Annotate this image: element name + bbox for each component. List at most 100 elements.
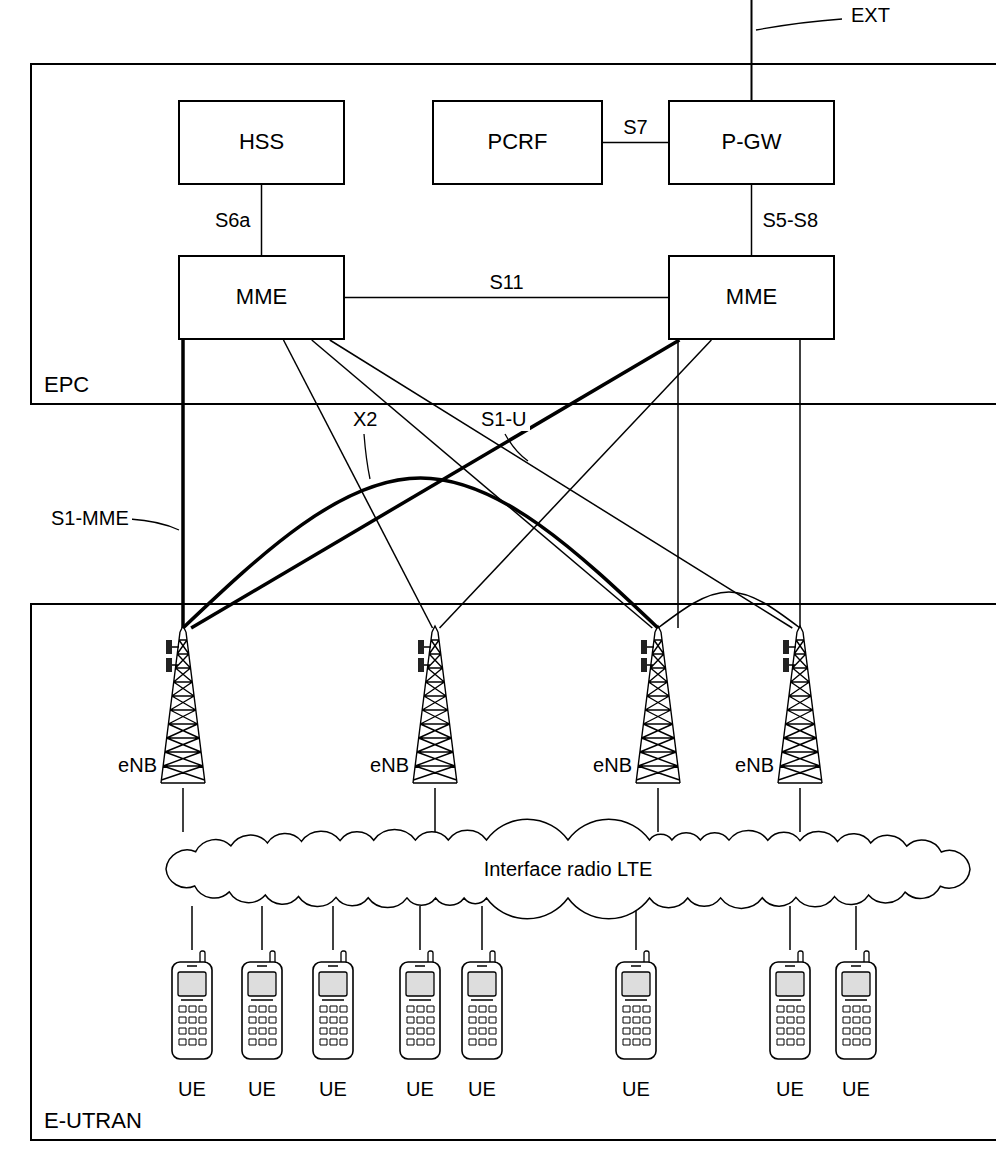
- base-station: eNB: [628, 628, 688, 788]
- phone-symbol: [831, 950, 881, 1062]
- phone-keypad: [249, 1006, 276, 1045]
- node-label: eNB: [370, 754, 409, 776]
- phone-body: [836, 962, 876, 1059]
- phone-keypad: [843, 1006, 870, 1045]
- interface-line: [855, 906, 857, 950]
- phone-detail: [625, 966, 647, 1000]
- user-equipment: UE: [765, 950, 815, 1115]
- box-label: HSS: [239, 130, 284, 154]
- phone-screen: [248, 972, 276, 996]
- phone-body: [400, 962, 440, 1059]
- phone-body: [313, 962, 353, 1059]
- phone-keypad: [320, 1006, 347, 1045]
- network-box: MME: [668, 255, 835, 340]
- phone-keypad: [179, 1006, 206, 1045]
- interface-callout: S1-U: [478, 408, 530, 431]
- phone-detail: [845, 966, 867, 1000]
- antenna-panel: [418, 640, 424, 654]
- interface-line: [658, 592, 800, 628]
- interface-line: [481, 906, 483, 950]
- phone-keypad: [407, 1006, 434, 1045]
- phone-symbol: [167, 950, 217, 1062]
- interface-name: S6a: [212, 209, 254, 232]
- node-label: UE: [319, 1078, 347, 1100]
- interface-callout: EXT: [848, 4, 893, 27]
- leader-line: [130, 519, 179, 530]
- interface-line: [283, 340, 432, 628]
- phone-screen: [842, 972, 870, 996]
- antenna-panel: [166, 640, 172, 654]
- interface-line: [657, 788, 659, 832]
- interface-line: [330, 340, 793, 628]
- region-label: EPC: [44, 373, 89, 397]
- region-label: E-UTRAN: [44, 1109, 142, 1133]
- phone-body: [770, 962, 810, 1059]
- interface-line: [261, 906, 263, 950]
- phone-screen: [776, 972, 804, 996]
- leader-line: [364, 434, 370, 479]
- interface-callout: S1-MME: [48, 507, 132, 530]
- network-region: EPC HSS PCRF P-GW MME MME: [30, 63, 996, 405]
- interface-line: [434, 788, 436, 832]
- network-box: HSS: [178, 100, 345, 185]
- tower-lattice: [161, 626, 205, 783]
- phone-body: [462, 962, 502, 1059]
- phone-detail: [181, 966, 203, 1000]
- antenna-panel: [418, 658, 424, 672]
- user-equipment: UE: [611, 950, 661, 1115]
- phone-keypad: [623, 1006, 650, 1045]
- node-label: UE: [622, 1078, 650, 1100]
- box-label: MME: [236, 285, 287, 309]
- node-label: UE: [468, 1078, 496, 1100]
- interface-line: [332, 906, 334, 950]
- node-label: eNB: [118, 754, 157, 776]
- phone-symbol: [765, 950, 815, 1062]
- tower-lattice: [413, 626, 457, 783]
- tower-symbol: [770, 628, 830, 788]
- phone-detail: [409, 966, 431, 1000]
- phone-screen: [178, 972, 206, 996]
- box-label: MME: [726, 285, 777, 309]
- antenna-panel: [166, 658, 172, 672]
- phone-detail: [251, 966, 273, 1000]
- network-region: E-UTRANeNBeNBeNBeNBInterface radio LTEUE…: [30, 603, 996, 1141]
- user-equipment: UE: [308, 950, 358, 1115]
- interface-line: [181, 340, 185, 628]
- user-equipment: UE: [167, 950, 217, 1115]
- interface-line: [419, 906, 421, 950]
- phone-symbol: [457, 950, 507, 1062]
- phone-symbol: [237, 950, 287, 1062]
- interface-line: [312, 340, 653, 628]
- interface-line: [345, 297, 668, 299]
- interface-line: [183, 478, 658, 628]
- interface-line: [677, 340, 679, 628]
- phone-keypad: [777, 1006, 804, 1045]
- interface-name: S7: [620, 116, 650, 139]
- interface-line: [799, 340, 801, 628]
- interface-line: [789, 906, 791, 950]
- phone-symbol: [395, 950, 445, 1062]
- phone-detail: [471, 966, 493, 1000]
- interface-line: [440, 340, 712, 628]
- tower-lattice: [778, 626, 822, 783]
- user-equipment: UE: [831, 950, 881, 1115]
- interface-line: [261, 185, 263, 255]
- node-label: UE: [842, 1078, 870, 1100]
- phone-screen: [468, 972, 496, 996]
- antenna-panel: [641, 658, 647, 672]
- tower-symbol: [628, 628, 688, 788]
- user-equipment: UE: [457, 950, 507, 1115]
- phone-symbol: [611, 950, 661, 1062]
- network-box: PCRF: [432, 100, 603, 185]
- network-box: MME: [178, 255, 345, 340]
- antenna-panel: [641, 640, 647, 654]
- phone-screen: [319, 972, 347, 996]
- base-station: eNB: [405, 628, 465, 788]
- base-station: eNB: [770, 628, 830, 788]
- box-label: P-GW: [722, 130, 782, 154]
- phone-screen: [406, 972, 434, 996]
- interface-line: [182, 788, 184, 832]
- phone-symbol: [308, 950, 358, 1062]
